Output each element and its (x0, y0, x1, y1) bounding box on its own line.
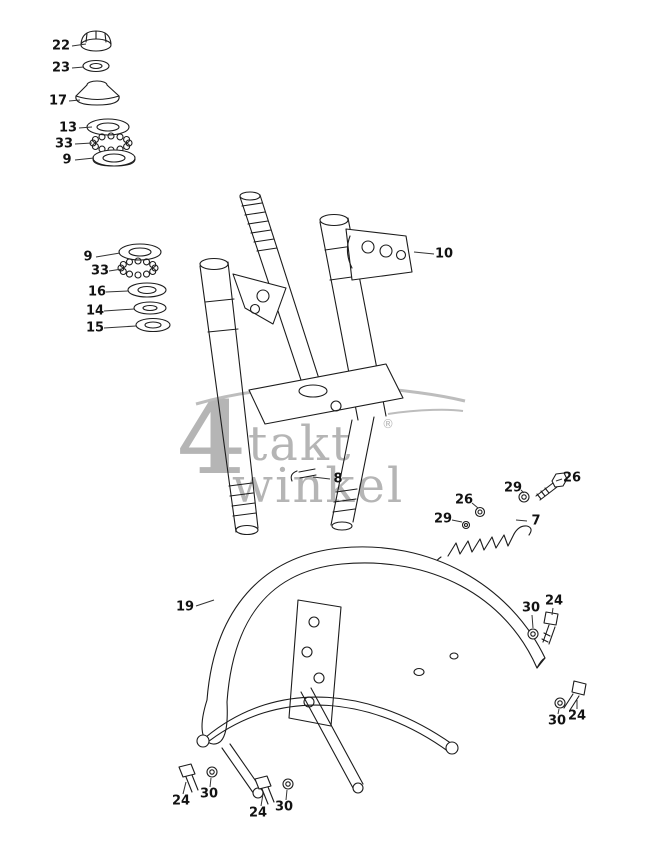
left-fork-tube (199, 257, 259, 536)
lock-washer-23 (82, 59, 110, 73)
leader-line-30 (557, 708, 560, 715)
part-callout-24: 24 (567, 708, 587, 724)
part-callout-30: 30 (199, 786, 219, 802)
bolt-24-bottom-mid (254, 775, 275, 805)
washer-30-right-lower (554, 697, 566, 709)
leader-line-24 (551, 607, 554, 616)
watermark-large-numeral: 4 (176, 379, 246, 497)
bearing-cone-16 (127, 282, 167, 298)
part-callout-16: 16 (87, 284, 107, 300)
watermark-registered-mark: ® (382, 417, 394, 431)
leader-line-24 (260, 793, 264, 807)
steering-stem-nut-22 (80, 30, 112, 52)
part-callout-24: 24 (171, 793, 191, 809)
leader-line-7 (515, 519, 528, 522)
part-callout-26: 26 (562, 470, 582, 486)
washer-26-mid (474, 506, 486, 518)
part-callout-8: 8 (333, 471, 343, 487)
washer-14 (133, 301, 167, 315)
part-callout-7: 7 (531, 513, 541, 529)
leader-line-17 (68, 99, 81, 102)
part-callout-29: 29 (503, 480, 523, 496)
part-callout-24: 24 (544, 593, 564, 609)
washer-30-bottom-left (206, 766, 218, 778)
washer-29-top-right (518, 491, 530, 503)
leader-line-33 (74, 142, 93, 145)
leader-line-26 (555, 478, 563, 482)
leader-line-24 (182, 781, 187, 795)
leader-line-9 (95, 252, 121, 258)
leader-line-29 (451, 519, 463, 523)
washer-30-right-mid (527, 628, 539, 640)
watermark-line1: takt (248, 416, 353, 472)
part-callout-30: 30 (547, 713, 567, 729)
bottom-bridge (248, 363, 404, 425)
bearing-race-9-upper (92, 149, 136, 167)
leader-line-16 (105, 290, 129, 293)
leader-line-29 (520, 489, 525, 494)
bolt-24-right-lower (563, 680, 587, 711)
ball-retainer-33-lower (117, 257, 159, 279)
bolt-24-bottom-left (178, 763, 199, 793)
part-callout-29: 29 (433, 511, 453, 527)
leader-line-30 (285, 789, 288, 801)
washer-30-bottom-mid (282, 778, 294, 790)
left-fork-bracket (232, 273, 287, 325)
part-callout-9: 9 (83, 249, 93, 265)
leader-line-8 (312, 476, 331, 480)
part-callout-10: 10 (434, 246, 454, 262)
part-callout-22: 22 (51, 38, 71, 54)
part-callout-30: 30 (521, 600, 541, 616)
part-callout-33: 33 (90, 263, 110, 279)
part-callout-24: 24 (248, 805, 268, 821)
fender-stays (196, 687, 459, 799)
fork-top-bracket-10 (345, 228, 413, 281)
part-callout-30: 30 (274, 799, 294, 815)
leader-line-22 (71, 43, 87, 47)
leader-lines (68, 43, 578, 807)
part-callout-17: 17 (48, 93, 68, 109)
leader-line-15 (103, 325, 137, 329)
part-callout-33: 33 (54, 136, 74, 152)
leader-line-13 (78, 126, 93, 129)
leader-line-26 (471, 502, 479, 509)
leader-line-33 (108, 268, 123, 272)
steering-top-cover-17 (75, 80, 120, 106)
cotter-pin-8 (290, 468, 317, 482)
leader-line-9 (74, 157, 95, 161)
watermark-line2: winkel (232, 458, 405, 514)
leader-line-23 (71, 66, 85, 69)
leader-line-30 (209, 777, 212, 788)
part-callout-9: 9 (62, 152, 72, 168)
dust-seal-15 (135, 317, 171, 333)
leader-line-10 (413, 251, 435, 255)
leader-line-14 (103, 308, 135, 312)
part-callout-13: 13 (58, 120, 78, 136)
washer-29-mid (461, 520, 471, 530)
bolt-24-right-mid (541, 611, 559, 645)
part-callout-14: 14 (85, 303, 105, 319)
part-callout-15: 15 (85, 320, 105, 336)
leader-line-30 (531, 614, 534, 629)
part-callout-23: 23 (51, 60, 71, 76)
part-callout-19: 19 (175, 599, 195, 615)
leader-line-19 (195, 599, 215, 607)
part-callout-26: 26 (454, 492, 474, 508)
bearing-race-9-lower (118, 243, 162, 261)
